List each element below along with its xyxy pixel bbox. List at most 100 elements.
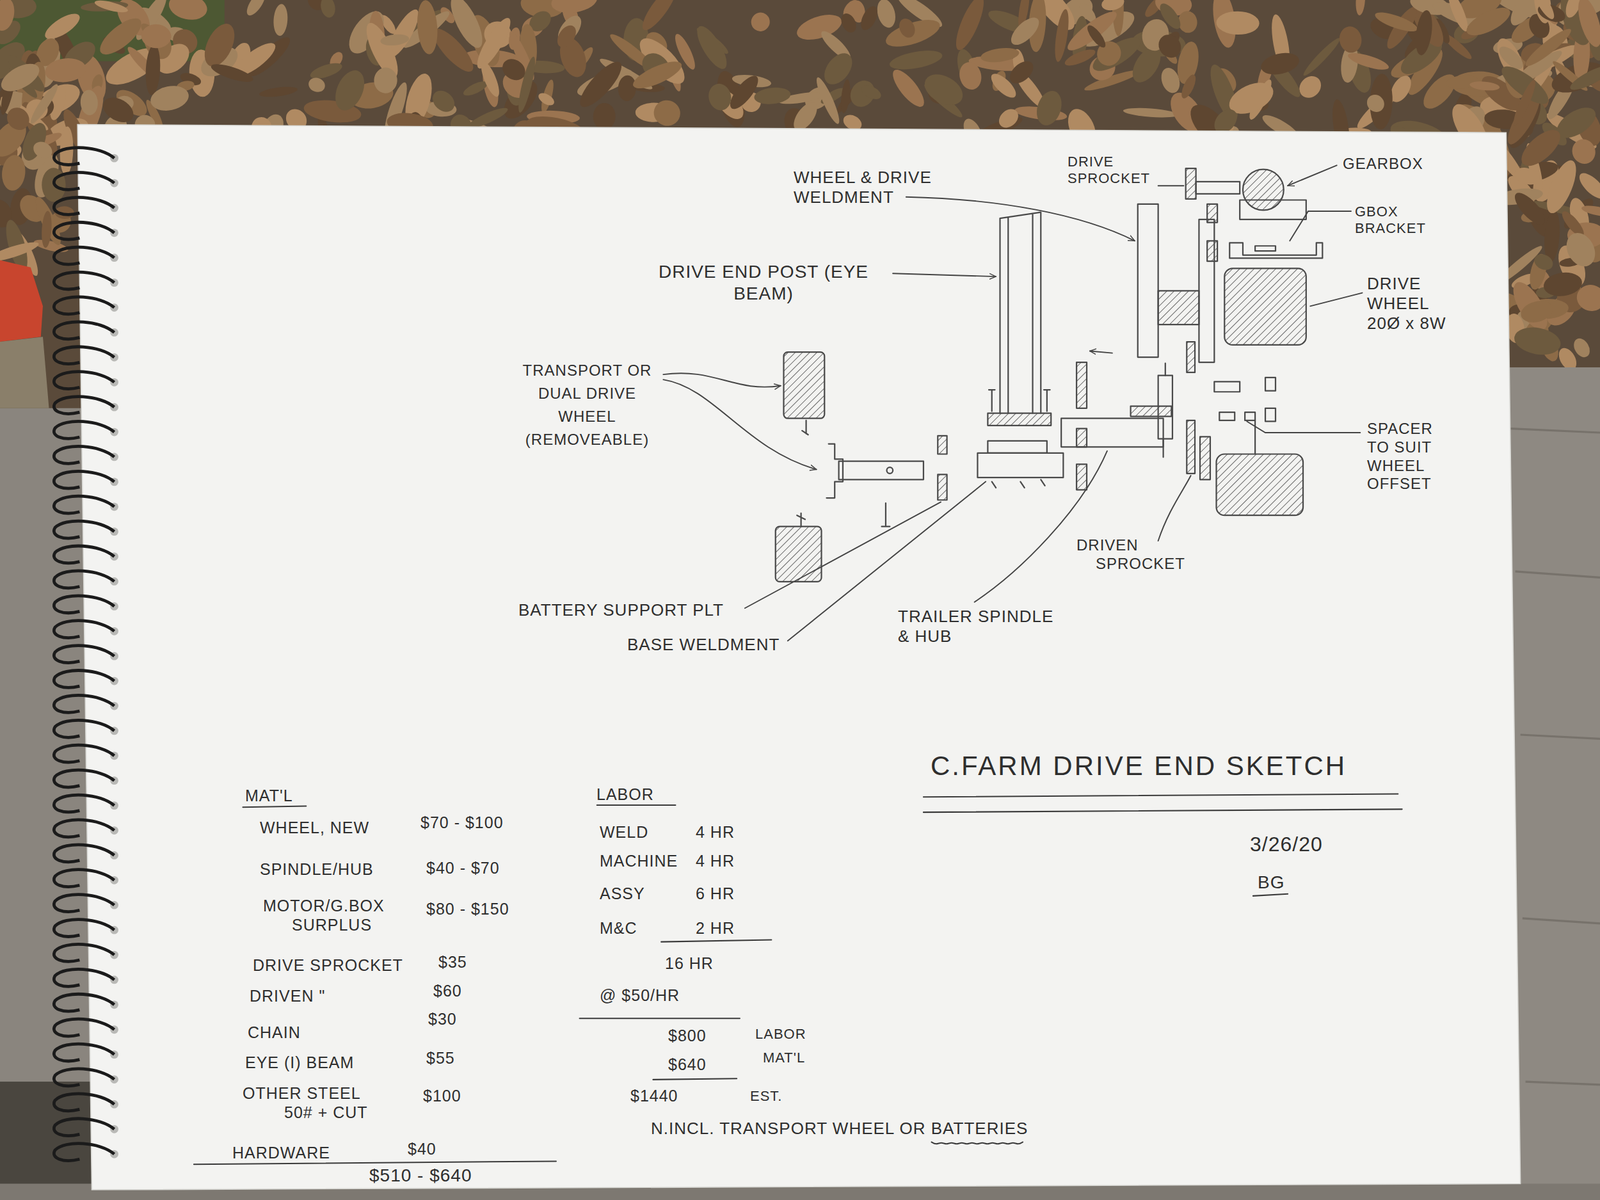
leaf	[43, 56, 88, 85]
wavy-underline	[931, 1141, 1024, 1144]
leaf	[888, 47, 944, 73]
binding-ring	[53, 471, 114, 489]
binding-ring	[53, 172, 114, 190]
leaf	[1462, 1, 1514, 41]
part-label: GEARBOX	[1342, 154, 1424, 174]
part-label: WHEEL & DRIVE WELDMENT	[793, 167, 973, 208]
cost-item: EYE (I) BEAM	[245, 1052, 354, 1072]
base-weldment	[977, 453, 1064, 478]
initials-underline	[1253, 894, 1288, 896]
leaf	[951, 0, 990, 54]
trailer-spindle	[1061, 418, 1163, 448]
part-label: SPACER TO SUIT WHEEL OFFSET	[1367, 419, 1457, 494]
spacer	[1265, 377, 1276, 392]
chain-guard	[1207, 240, 1218, 262]
leaf	[1032, 87, 1066, 129]
part-label: DRIVE WHEEL 20Ø x 8W	[1367, 273, 1464, 335]
spindle-part	[1076, 428, 1087, 448]
leaf	[1100, 0, 1126, 13]
leaf	[1346, 49, 1391, 73]
leaf	[956, 60, 985, 93]
leaf	[536, 90, 557, 109]
leaf	[1258, 49, 1302, 79]
part-label: DRIVE SPROCKET	[1067, 153, 1164, 188]
gearbox-shaft	[1196, 181, 1241, 194]
base-marks	[992, 479, 1046, 488]
leaf	[515, 55, 539, 114]
leaf	[1531, 251, 1556, 274]
binding-ring	[53, 1018, 114, 1037]
cost-value: $80 - $150	[426, 899, 510, 919]
leaf	[919, 67, 968, 111]
leaf	[80, 89, 99, 116]
leaf	[1294, 71, 1326, 103]
leaf	[1521, 24, 1575, 71]
driven-sprocket	[1186, 341, 1195, 373]
leader-line	[1158, 184, 1184, 187]
binding-ring	[53, 1043, 114, 1062]
chain-guard	[1207, 204, 1218, 223]
labor-item: ASSY	[599, 883, 646, 904]
leader-line	[906, 197, 1135, 242]
leaf	[882, 14, 943, 53]
leader-line	[1089, 350, 1113, 353]
leaf	[874, 0, 898, 30]
leaf	[198, 19, 241, 72]
battery-plate	[937, 474, 947, 500]
leaf	[1518, 297, 1556, 326]
leaf	[1530, 0, 1558, 22]
leaf	[98, 92, 138, 128]
binding-ring	[53, 222, 114, 240]
binding-ring	[53, 968, 114, 987]
leaf	[1156, 0, 1185, 32]
leaf	[140, 23, 172, 49]
sum-line	[652, 1078, 737, 1080]
hub-studs	[1163, 363, 1166, 458]
base-top	[987, 440, 1047, 454]
binding-ring	[53, 421, 114, 439]
leaf	[896, 16, 919, 41]
leaf	[329, 65, 370, 115]
leaf	[650, 97, 684, 130]
leaf	[209, 60, 255, 86]
leaf	[243, 0, 269, 19]
binding-ring	[53, 695, 114, 713]
leaf	[1515, 123, 1567, 173]
leaf	[549, 0, 600, 16]
spacer	[1214, 381, 1240, 392]
leaf	[818, 48, 858, 90]
leader-lines	[663, 165, 1362, 641]
bracket-slot	[1255, 245, 1276, 251]
cost-value: $35	[438, 952, 468, 972]
wood-plank	[0, 408, 92, 1200]
transport-wheel	[775, 526, 822, 582]
leaf	[592, 102, 616, 130]
leaf	[979, 46, 1021, 65]
binding-ring	[53, 346, 114, 365]
leader-line	[974, 451, 1108, 603]
drive-sprocket	[1185, 168, 1197, 200]
leaf	[1580, 203, 1600, 219]
drive-wheel	[1224, 268, 1307, 345]
drive-wheel	[1216, 454, 1304, 516]
leaf	[747, 8, 774, 36]
binding-ring	[53, 869, 114, 888]
binding-ring	[53, 769, 114, 788]
cost-item: WHEEL, NEW	[259, 817, 370, 838]
drive-end-illustration	[775, 168, 1323, 582]
binding-ring	[53, 1093, 114, 1112]
leaf	[838, 10, 859, 35]
leaf	[839, 78, 852, 114]
part-label: DRIVEN SPROCKET	[1076, 536, 1192, 574]
leaf	[0, 238, 41, 265]
i-beam-post	[1000, 212, 1042, 414]
cost-value: $40 - $70	[426, 858, 500, 878]
cost-value: $800	[668, 1025, 707, 1046]
leaf	[477, 59, 503, 100]
leaf	[1574, 282, 1600, 315]
pin	[881, 503, 891, 527]
axle-hole	[887, 467, 894, 474]
leaf	[148, 82, 192, 114]
binding-ring	[53, 197, 114, 215]
leaf	[306, 75, 328, 95]
